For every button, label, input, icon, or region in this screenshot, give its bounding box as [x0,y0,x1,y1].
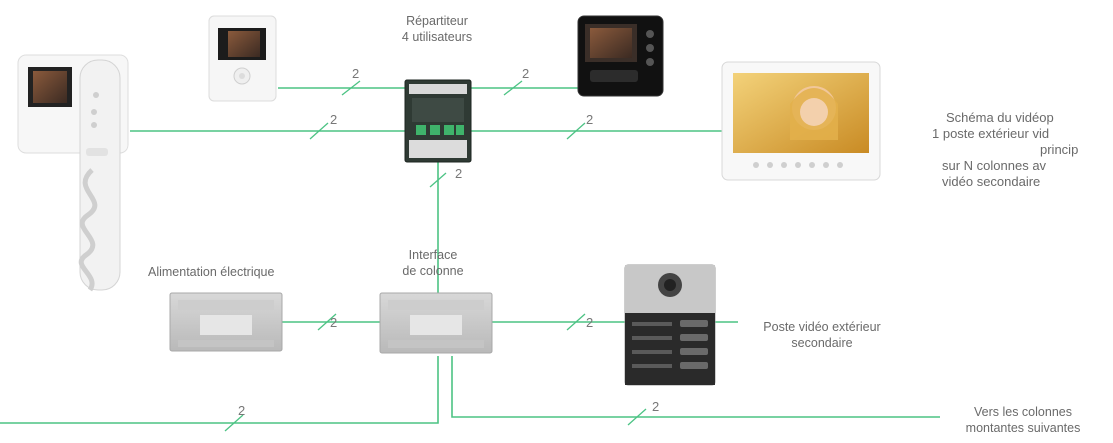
side-title-line: Schéma du vidéop [946,110,1054,125]
wire-count-label: 2 [522,66,530,81]
wire-tick [224,414,244,432]
wire-count-label: 2 [330,315,338,330]
wire-riser-right [451,356,940,418]
wire-count-label: 2 [586,112,594,127]
wire-tick [627,408,647,426]
column-interface-label: Interface de colonne [383,247,483,279]
side-title-line: princip [1040,142,1079,157]
wire-tick [503,80,523,96]
wire-count-label: 2 [352,66,360,81]
wire-count-label: 2 [455,166,463,181]
splitter-device [404,79,472,163]
power-supply-label: Alimentation électrique [148,265,275,279]
wire-tick [317,313,337,331]
wire-count-label: 2 [652,399,660,414]
column-interface-label-line2: de colonne [402,264,464,278]
wire-count-label: 2 [330,112,338,127]
indoor-monitor-wide [721,61,881,181]
wire-count-label: 2 [586,315,594,330]
splitter-label-line1: Répartiteur [406,14,468,28]
secondary-outdoor-label-line2: secondaire [791,336,853,350]
diagram-side-title: Schéma du vidéop 1 poste extérieur vid p… [932,110,1113,190]
next-columns-label-line1: Vers les colonnes [974,405,1072,419]
splitter-label-line2: 4 utilisateurs [401,30,473,44]
side-title-line: 1 poste extérieur vid [932,126,1050,141]
wire-riser-left [0,356,439,424]
indoor-monitor-black [577,15,664,97]
handset-monitor [17,54,129,292]
column-interface-label-line1: Interface [408,248,458,262]
outdoor-panel-device [624,264,716,386]
splitter-label: Répartiteur 4 utilisateurs [372,13,502,45]
next-columns-label-line2: montantes suivantes [965,421,1081,435]
side-title-line: vidéo secondaire [942,174,1041,189]
wire-tick [566,122,586,140]
wire-count-label: 2 [238,403,246,418]
wire-tick [341,80,361,96]
secondary-outdoor-label-line1: Poste vidéo extérieur [763,320,881,334]
column-interface-device [379,292,493,354]
indoor-monitor-compact [208,15,277,102]
wire-tick [309,122,329,140]
wire-tick [429,172,447,188]
power-supply-device [169,292,283,352]
next-columns-label: Vers les colonnes montantes suivantes [948,404,1098,436]
wire-tick [566,313,586,331]
side-title-line: sur N colonnes av [942,158,1047,173]
secondary-outdoor-label: Poste vidéo extérieur secondaire [742,319,902,351]
